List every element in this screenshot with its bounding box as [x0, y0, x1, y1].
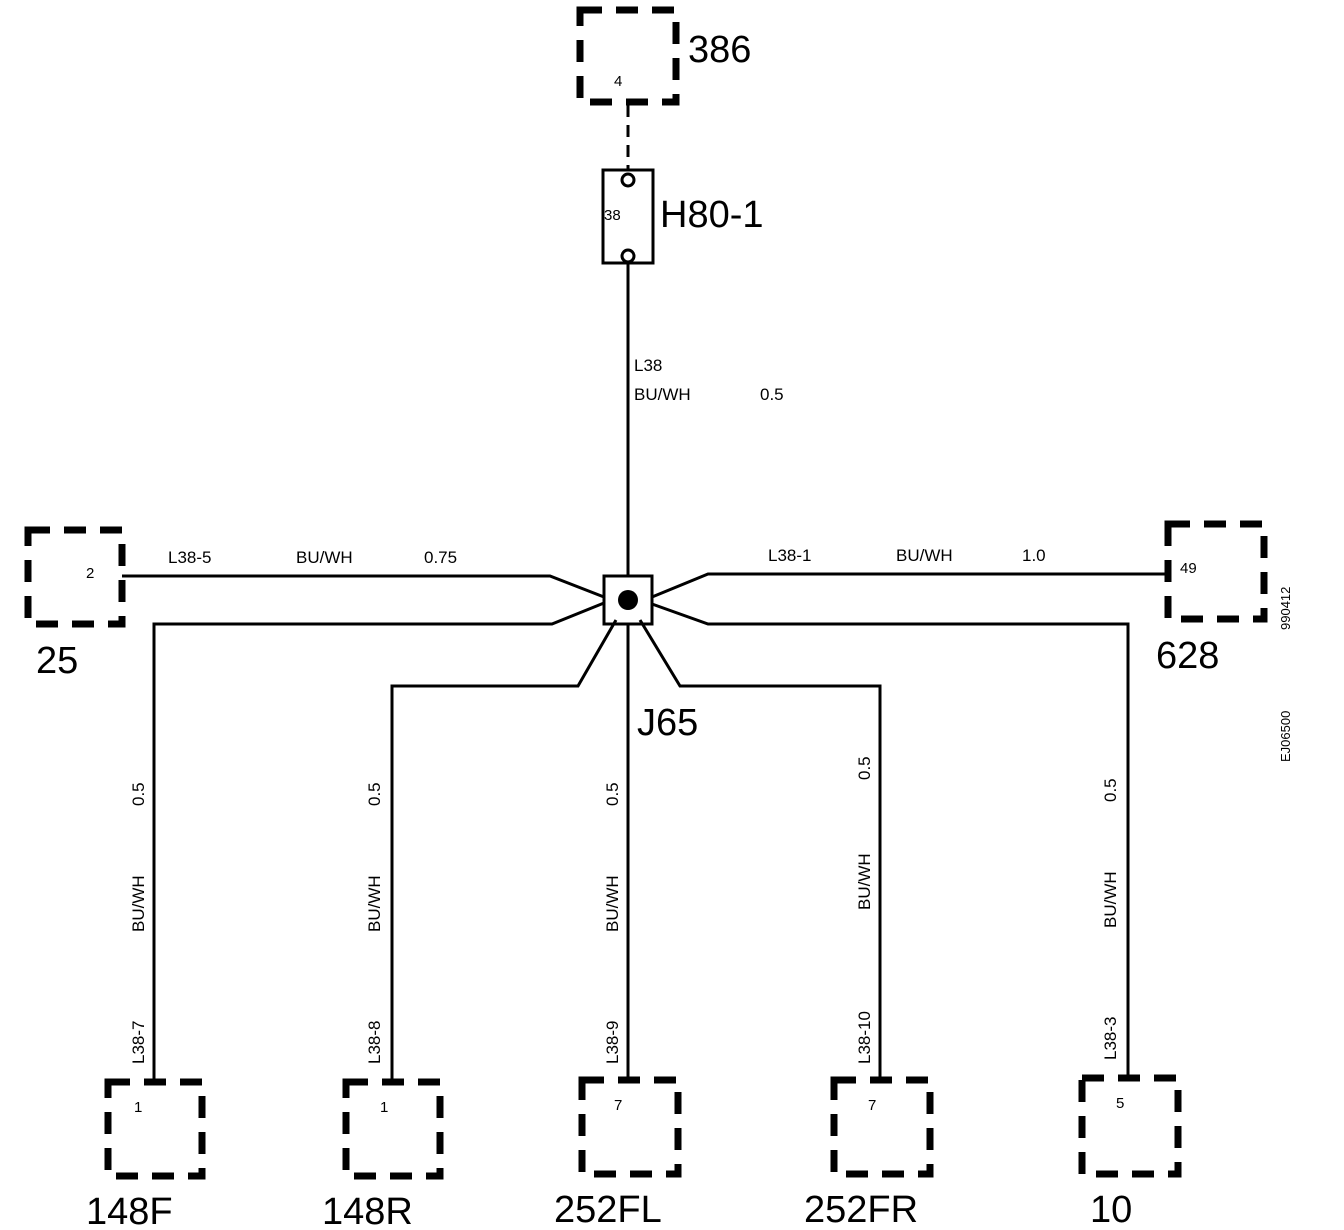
connector-25-pin: 2	[86, 565, 94, 582]
fuse-top-terminal	[620, 172, 636, 188]
splice-j65-label: J65	[637, 702, 698, 744]
wire-l38-5-size: 0.75	[424, 548, 457, 567]
wire-l38-5	[122, 574, 605, 599]
connector-252fl-box	[578, 1076, 682, 1178]
wire-l38-1-id: L38-1	[768, 546, 811, 565]
wire-l38-1	[651, 572, 1170, 599]
connector-148r-pin: 1	[380, 1099, 388, 1116]
connector-252fr-label: 252FR	[804, 1189, 918, 1230]
wire-l38-8	[390, 619, 618, 1082]
wire-l38-7	[152, 601, 605, 1082]
fuse-label: H80-1	[660, 194, 764, 236]
connector-252fl-label: 252FL	[554, 1189, 662, 1230]
connector-386-pin: 4	[614, 73, 622, 90]
connector-148r-label: 148R	[322, 1191, 413, 1230]
wire-l38-9-size: 0.5	[603, 782, 622, 806]
wire-l38-10-color: BU/WH	[855, 853, 874, 910]
wire-l38-3-color: BU/WH	[1101, 871, 1120, 928]
wire-l38-1-size: 1.0	[1022, 546, 1046, 565]
connector-628-label: 628	[1156, 635, 1219, 677]
margin-figure-code: EJ06500	[1278, 711, 1293, 762]
wire-l38-5-color: BU/WH	[296, 548, 353, 567]
splice-j65-dot	[618, 590, 638, 610]
wire-l38-10	[638, 619, 882, 1080]
connector-25-box	[24, 526, 126, 628]
connector-10-pin: 5	[1116, 1095, 1124, 1112]
connector-148f-pin: 1	[134, 1099, 142, 1116]
wire-l38-10-size: 0.5	[855, 756, 874, 780]
connector-252fr-box	[830, 1076, 934, 1178]
connector-148r-box	[342, 1078, 444, 1180]
connector-252fl-pin: 7	[614, 1097, 622, 1114]
wire-l38-3-size: 0.5	[1101, 778, 1120, 802]
wire-l38-1-color: BU/WH	[896, 546, 953, 565]
wire-l38-10-id: L38-10	[855, 1011, 874, 1064]
wire-l38-id: L38	[634, 356, 662, 375]
wire-l38-7-size: 0.5	[129, 782, 148, 806]
margin-date-code: 990412	[1278, 587, 1293, 630]
wire-l38-3-id: L38-3	[1101, 1017, 1120, 1060]
connector-10-label: 10	[1090, 1189, 1132, 1230]
connector-386-label: 386	[688, 29, 751, 71]
fuse-bottom-terminal	[620, 248, 636, 264]
connector-148f-label: 148F	[86, 1191, 173, 1230]
wire-l38-3	[651, 602, 1130, 1078]
connector-252fr-pin: 7	[868, 1097, 876, 1114]
wire-l38-9-color: BU/WH	[603, 875, 622, 932]
wire-l38-size: 0.5	[760, 385, 784, 404]
connector-10-box	[1078, 1074, 1182, 1178]
wire-l38-8-size: 0.5	[365, 782, 384, 806]
wire-l38-7-color: BU/WH	[129, 875, 148, 932]
fuse-pin-number: 38	[604, 207, 621, 224]
wire-l38-8-id: L38-8	[365, 1021, 384, 1064]
connector-25-label: 25	[36, 640, 78, 682]
connector-628-box	[1164, 520, 1268, 623]
connector-148f-box	[104, 1078, 206, 1180]
wire-l38-8-color: BU/WH	[365, 875, 384, 932]
wire-l38-7-id: L38-7	[129, 1021, 148, 1064]
wire-l38-5-id: L38-5	[168, 548, 211, 567]
connector-386-box	[576, 6, 680, 106]
wire-l38-9-id: L38-9	[603, 1021, 622, 1064]
wire-l38-color: BU/WH	[634, 385, 691, 404]
connector-628-pin: 49	[1180, 560, 1197, 577]
